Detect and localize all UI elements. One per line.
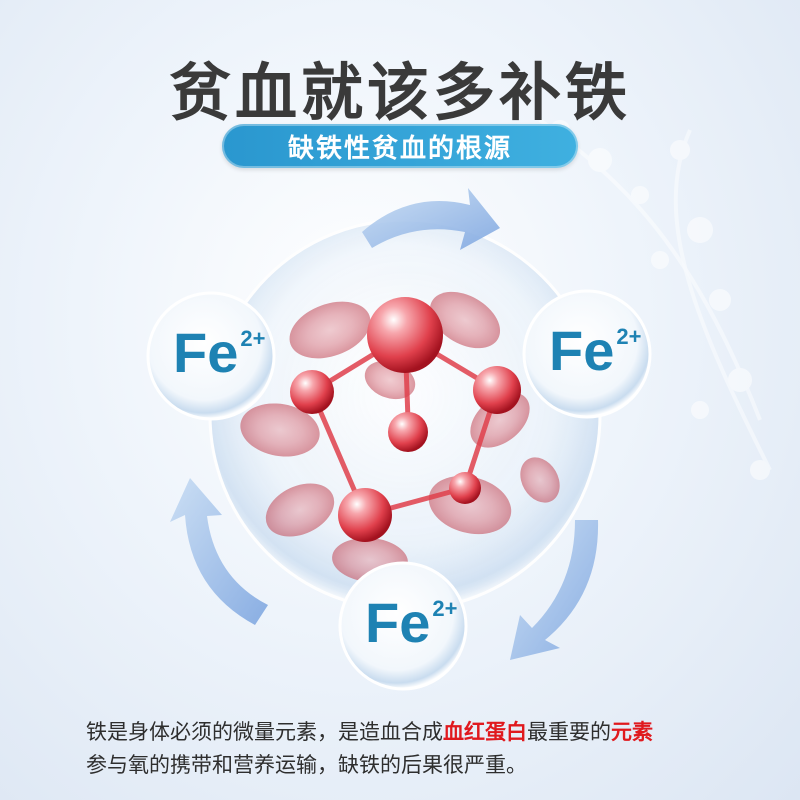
caption-highlight-hemoglobin: 血红蛋白 <box>443 720 527 744</box>
dna-helix <box>538 118 772 480</box>
subtitle-badge: 缺铁性贫血的根源 <box>222 124 578 168</box>
fe-bubble-bottom: Fe2+ <box>365 595 457 651</box>
caption-line-2: 参与氧的携带和营养运输，缺铁的后果很严重。 <box>86 753 527 777</box>
fe-charge: 2+ <box>616 324 642 350</box>
fe-bubble-right: Fe2+ <box>549 323 641 379</box>
fe-charge: 2+ <box>240 326 266 352</box>
subtitle-text: 缺铁性贫血的根源 <box>287 133 512 164</box>
cycle-arrows <box>170 188 599 660</box>
fe-charge: 2+ <box>432 596 458 622</box>
iron-molecule <box>290 297 521 542</box>
fe-symbol: Fe <box>549 319 615 382</box>
page-title: 贫血就该多补铁 <box>168 56 631 129</box>
fe-symbol: Fe <box>365 591 431 654</box>
caption: 铁是身体必须的微量元素，是造血合成血红蛋白最重要的元素 参与氧的携带和营养运输，… <box>86 716 760 782</box>
caption-highlight-element: 元素 <box>611 720 653 744</box>
fe-bubble-left: Fe2+ <box>173 325 265 381</box>
caption-text: 最重要的 <box>527 720 611 744</box>
caption-line-1: 铁是身体必须的微量元素，是造血合成血红蛋白最重要的元素 <box>86 716 760 749</box>
fe-symbol: Fe <box>173 321 239 384</box>
caption-text: 铁是身体必须的微量元素，是造血合成 <box>86 720 443 744</box>
fe-bubbles <box>146 289 652 691</box>
